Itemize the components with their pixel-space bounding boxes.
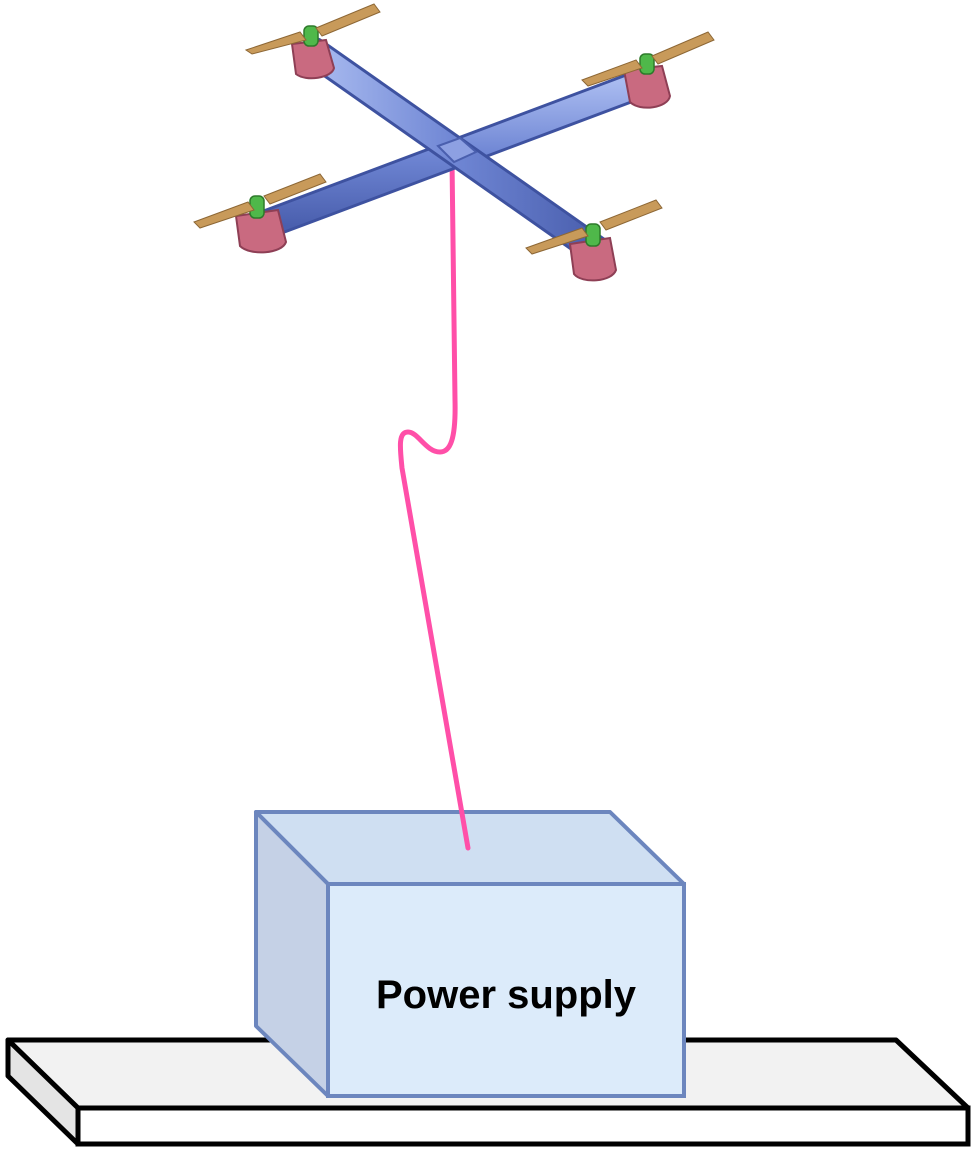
motor-front-left (193, 173, 327, 254)
motor-back-right (581, 31, 715, 109)
motor-shaft (639, 53, 655, 75)
propeller-blade (263, 173, 327, 205)
power-supply-box: Power supply (254, 810, 686, 1098)
propeller-blade (525, 227, 589, 255)
power-supply-front-face (326, 882, 686, 1098)
motor-front-right (525, 199, 663, 282)
motor-shaft (303, 25, 319, 47)
motor-housing (234, 208, 288, 254)
motor-housing (290, 38, 336, 80)
propeller-blade (244, 31, 307, 55)
motor-housing (568, 236, 618, 282)
propeller-blade (315, 3, 381, 37)
propeller-blade (651, 31, 715, 65)
power-supply-label: Power supply (376, 973, 637, 1017)
propeller-blade (599, 199, 663, 231)
motor-housing (622, 64, 672, 109)
quadcopter-drone (193, 3, 715, 282)
motor-shaft (585, 223, 601, 247)
tether-cable (397, 157, 471, 851)
drone-hub (436, 136, 478, 164)
propeller-blade (581, 59, 643, 87)
motor-back-left (244, 3, 381, 80)
propeller-blade (193, 201, 255, 229)
platform-front-edge (75, 1105, 971, 1147)
